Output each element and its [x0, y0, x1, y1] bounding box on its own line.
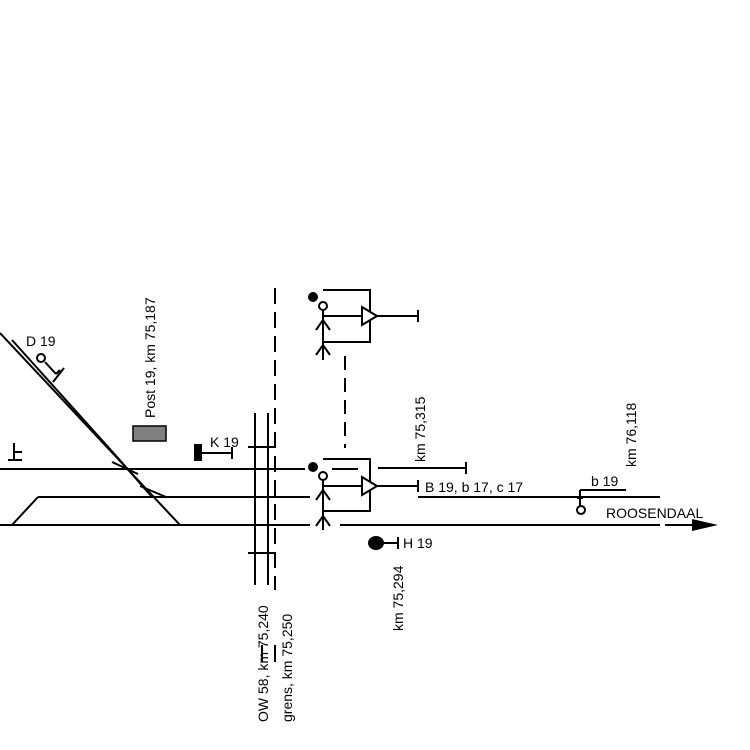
crossover-track-2-3: [11, 496, 39, 526]
tracks: [0, 332, 660, 526]
km75315-marker: [378, 462, 467, 474]
left-signal-stub: [8, 443, 22, 461]
d19-signal-post: [44, 361, 57, 375]
k19-signal: [194, 444, 233, 461]
d19-signal: [36, 353, 65, 383]
b19-small-signal: [576, 489, 626, 515]
arrow-right-icon: [692, 519, 718, 531]
upper-signal-light-lamp-icon: [318, 301, 328, 311]
upper-signal-dark-lamp-icon: [308, 292, 318, 302]
lower-signal-assembly: [308, 458, 419, 530]
h19-label: H 19: [403, 535, 433, 551]
switch-tongue-2: [139, 485, 167, 498]
upper-signal-fork-2-icon: [315, 343, 331, 356]
roosendaal-label: ROOSENDAAL: [606, 505, 703, 521]
b19-group-label: B 19, b 17, c 17: [425, 479, 523, 495]
k19-label: K 19: [210, 434, 239, 450]
d19-signal-base: [52, 367, 65, 383]
lower-signal-light-lamp-icon: [318, 471, 328, 481]
lower-signal-fork-1-icon: [315, 488, 331, 501]
diagonal-track-lower: [117, 457, 153, 498]
b19-small-signal-lamp-icon: [576, 505, 586, 515]
km76118-label: km 76,118: [623, 402, 639, 467]
km75294-label: km 75,294: [390, 565, 406, 631]
roosendaal-arrow: [665, 519, 718, 531]
border-lines: [248, 288, 276, 662]
km75315-label: km 75,315: [412, 396, 428, 462]
k19-signal-head-icon: [194, 444, 202, 461]
upper-signal-fork-1-icon: [315, 318, 331, 331]
diagonal-track-main: [0, 332, 181, 526]
lower-signal-dark-lamp-icon: [308, 462, 318, 472]
post19-label: Post 19, km 75,187: [142, 297, 158, 418]
h19-signal: [368, 536, 399, 550]
upper-signal-triangle-icon: [361, 305, 379, 327]
ow58-label: OW 58, km 75,240: [255, 605, 271, 722]
diagonal-track-upper: [11, 339, 119, 459]
grens-label: grens, km 75,250: [279, 614, 295, 722]
d19-signal-lamp-icon: [36, 353, 46, 363]
switch-tongue-1: [111, 461, 139, 475]
post19-box: [132, 425, 167, 442]
d19-label: D 19: [26, 333, 56, 349]
b19-small-label: b 19: [591, 473, 618, 489]
lower-signal-fork-2-icon: [315, 514, 331, 527]
lower-signal-triangle-icon: [361, 475, 379, 497]
d19-signal-bar: [55, 369, 61, 375]
h19-signal-head-icon: [368, 536, 384, 550]
upper-signal-assembly: [308, 289, 419, 448]
